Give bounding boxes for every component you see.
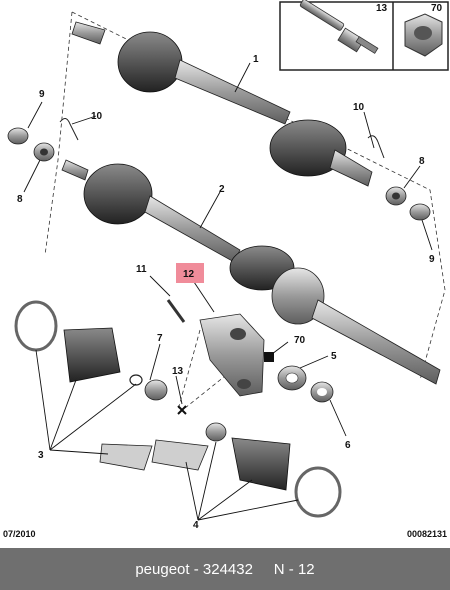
washer-right-icon [385,186,431,221]
footer-text: peugeot - 324432 N - 12 [135,560,315,578]
clamp-ring-left-icon [14,300,58,352]
clamp-ring-right-icon [294,466,342,518]
callout-4: 4 [193,520,199,531]
washer-left-icon [7,127,55,162]
callout-9-left: 9 [39,89,45,100]
cross-icon [177,405,187,415]
callout-10-right: 10 [353,102,365,113]
inset-box [279,0,449,71]
callout-12: 12 [183,269,195,280]
callout-12-highlight [176,263,204,283]
bolt-icon [299,0,379,54]
callout-8-left: 8 [17,194,23,205]
callout-3: 3 [38,450,44,461]
callout-70: 70 [294,335,306,346]
callout-5: 5 [331,351,337,362]
callout-70-inset: 70 [431,3,443,14]
boot-kit-left-icon [63,327,121,383]
clip-right-icon [367,135,385,159]
callout-8-right: 8 [419,156,425,167]
reference-number: 00082131 [406,529,447,539]
callout-7: 7 [157,333,163,344]
boot-kit-right-icon [231,437,291,491]
clip-left-icon [59,118,79,141]
lower-drive-shaft [61,159,441,385]
exploded-parts-diagram: 1 2 3 4 5 6 7 8 8 9 9 10 10 11 12 13 13 … [7,0,449,531]
bearing-parts [129,365,334,442]
nut-icon [404,13,443,57]
leader-lines [23,62,433,521]
date-code: 07/2010 [3,529,36,539]
grease-pack-icons [99,439,209,471]
nut-70-icon [264,352,274,362]
footer-bar: peugeot - 324432 N - 12 [0,548,450,590]
callout-9-right: 9 [429,254,435,265]
callout-10-left: 10 [91,111,103,122]
callout-2: 2 [219,184,225,195]
callout-13: 13 [172,366,184,377]
support-bracket [166,299,265,397]
callout-1: 1 [253,54,259,65]
callout-13-inset: 13 [376,3,388,14]
callout-6: 6 [345,440,351,451]
upper-drive-shaft [71,21,373,187]
callout-11: 11 [136,264,147,275]
